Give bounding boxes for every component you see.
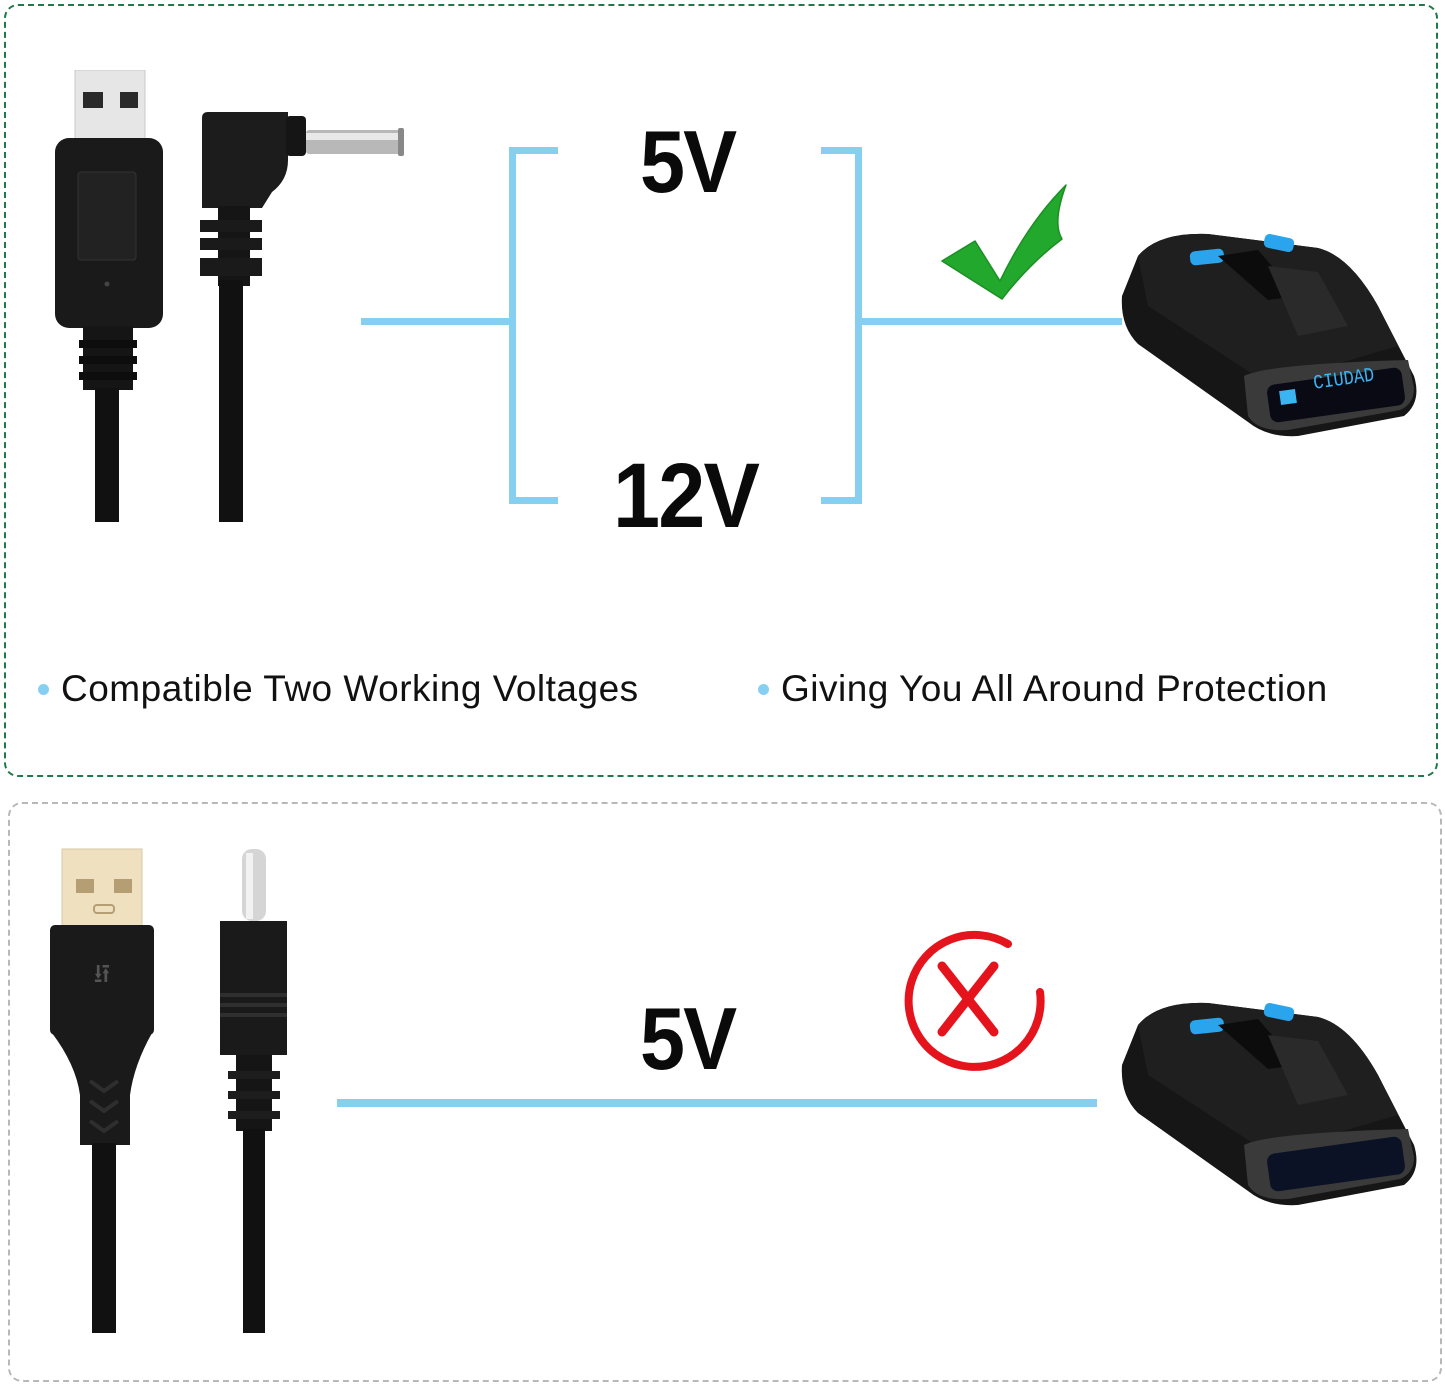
wire-left xyxy=(361,318,511,325)
bullet-dot-icon xyxy=(758,683,769,695)
bracket-right-top xyxy=(821,147,862,154)
usb-straight-dc-cable-image: ⭿ xyxy=(48,845,293,1337)
svg-text:⭿: ⭿ xyxy=(94,960,111,990)
check-icon xyxy=(940,183,1070,301)
feature-label: Compatible Two Working Voltages xyxy=(61,668,639,709)
bracket-right-vertical xyxy=(855,147,862,504)
bracket-right-bottom xyxy=(821,497,862,504)
bracket-left-top xyxy=(509,147,558,154)
radar-detector-image: CIUDAD xyxy=(1118,226,1423,441)
feature-item: Giving You All Around Protection xyxy=(758,668,1328,710)
voltage-label-5v: 5V xyxy=(640,112,737,211)
usb-right-angle-dc-cable-image xyxy=(50,70,410,530)
radar-detector-image xyxy=(1118,995,1423,1210)
compatible-panel xyxy=(4,4,1438,777)
voltage-label-12v: 12V xyxy=(613,445,760,547)
bullet-dot-icon xyxy=(38,683,49,695)
cross-icon xyxy=(898,928,1050,1080)
bracket-left-bottom xyxy=(509,497,558,504)
incompatible-panel xyxy=(8,802,1442,1382)
voltage-label-5v: 5V xyxy=(640,989,737,1088)
wire-right xyxy=(860,318,1122,325)
wire-5v xyxy=(337,1099,1097,1107)
bracket-left-vertical xyxy=(509,147,516,504)
feature-label: Giving You All Around Protection xyxy=(781,668,1328,709)
feature-item: Compatible Two Working Voltages xyxy=(38,668,639,710)
